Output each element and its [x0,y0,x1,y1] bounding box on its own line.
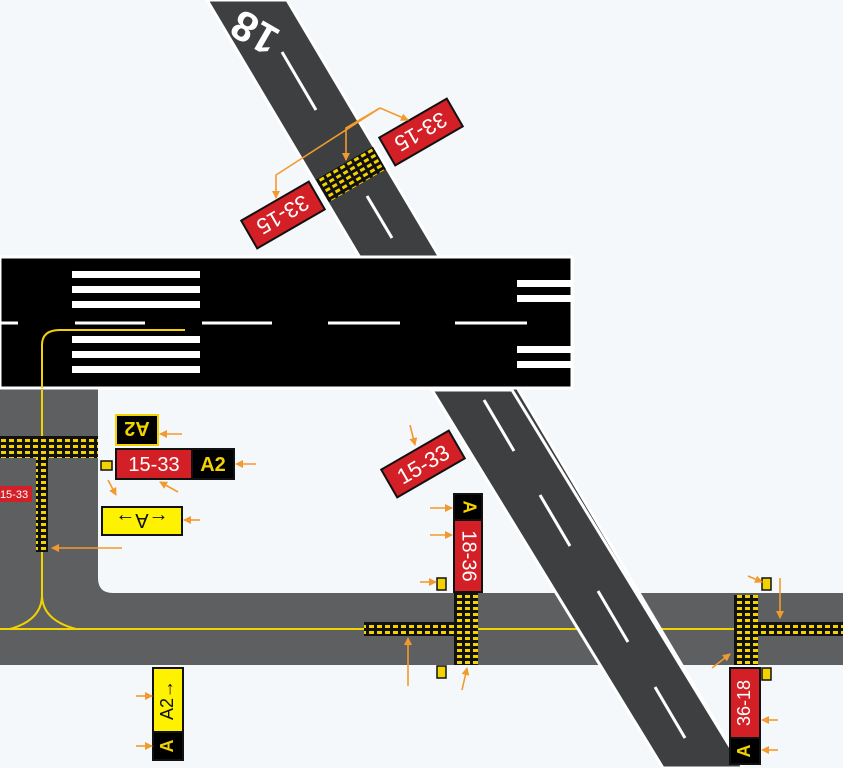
sign-text-a-bottom-left: A [157,740,177,753]
sign-text-15-33-left: 15-33 [128,454,179,476]
location-sign-a2-inverted: A2 [115,414,159,446]
runway-diagonal-centerline-lower [482,399,687,739]
combined-sign-15-33-a2: 15-33 A2 [115,448,235,480]
sign-text-a2-direction: A2→ [157,680,177,720]
runway-horizontal [0,255,574,390]
combined-sign-36-18-a: 36-18 A [729,667,761,765]
sign-text-a-center: A [459,501,479,514]
sign-text-a2-location: A2 [200,454,226,476]
combined-sign-a-18-36: A 18-36 [453,493,483,593]
sign-text-18-36-center: 18-36 [458,530,480,581]
hold-position-marking-diagonal [315,146,386,203]
runway-lead-in-line [41,329,185,388]
light-fixture-icon [100,460,772,681]
sign-text-direction-a: ←A→ [115,509,168,531]
combined-sign-a2-a: A2→ A [152,667,184,761]
sign-text-36-18: 36-18 [734,680,754,726]
sign-text-a2-inverted: A2 [124,417,150,439]
hold-bars-right [734,595,843,665]
edge-sign-15-33: 15-33 [0,486,32,502]
hold-bar-vertical-left [36,458,48,552]
hold-bars-left [0,436,98,552]
arrow-icon [51,107,784,754]
sign-text-a-bottom-right: A [734,745,754,758]
runway-diagonal-lower [429,388,745,768]
runway-threshold-bars-left [72,271,200,373]
sign-text-edge-15-33: 15-33 [0,489,28,501]
runway-threshold-bars-right [517,280,572,368]
hold-bars-center [364,593,478,665]
direction-sign-a: ←A→ [101,506,183,536]
taxiway-centerline-curve-right [41,594,77,630]
